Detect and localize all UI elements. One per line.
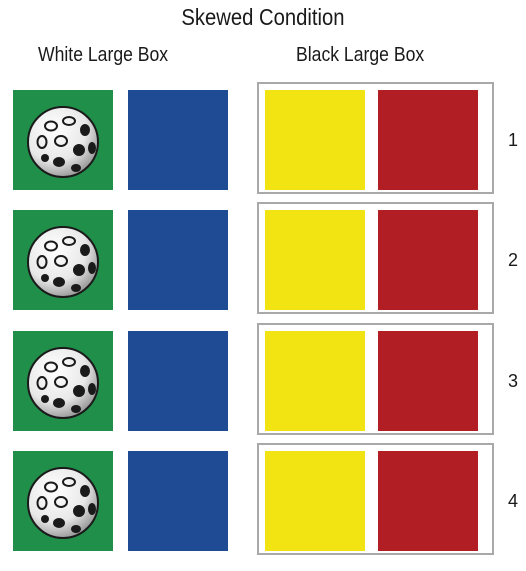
row-number: 4 bbox=[508, 491, 518, 512]
yellow-square bbox=[265, 331, 365, 431]
black-large-box-heading: Black Large Box bbox=[296, 44, 424, 67]
yellow-square bbox=[265, 210, 365, 310]
row-number: 3 bbox=[508, 371, 518, 392]
wiffle-ball-icon bbox=[13, 451, 113, 551]
row-number: 2 bbox=[508, 250, 518, 271]
blue-square bbox=[128, 210, 228, 310]
red-square bbox=[378, 210, 478, 310]
red-square bbox=[378, 331, 478, 431]
wiffle-ball-icon bbox=[13, 90, 113, 190]
row-number: 1 bbox=[508, 130, 518, 151]
blue-square bbox=[128, 451, 228, 551]
green-square bbox=[13, 331, 113, 431]
trial-row-3: 3 bbox=[0, 331, 526, 451]
green-square bbox=[13, 90, 113, 190]
green-square bbox=[13, 451, 113, 551]
wiffle-ball-icon bbox=[13, 331, 113, 431]
wiffle-ball-icon bbox=[13, 210, 113, 310]
trial-row-4: 4 bbox=[0, 451, 526, 571]
trial-row-1: 1 bbox=[0, 90, 526, 210]
yellow-square bbox=[265, 90, 365, 190]
red-square bbox=[378, 451, 478, 551]
white-large-box-heading: White Large Box bbox=[38, 44, 168, 67]
yellow-square bbox=[265, 451, 365, 551]
red-square bbox=[378, 90, 478, 190]
green-square bbox=[13, 210, 113, 310]
diagram-title: Skewed Condition bbox=[32, 4, 495, 31]
trial-row-2: 2 bbox=[0, 210, 526, 330]
blue-square bbox=[128, 331, 228, 431]
blue-square bbox=[128, 90, 228, 190]
